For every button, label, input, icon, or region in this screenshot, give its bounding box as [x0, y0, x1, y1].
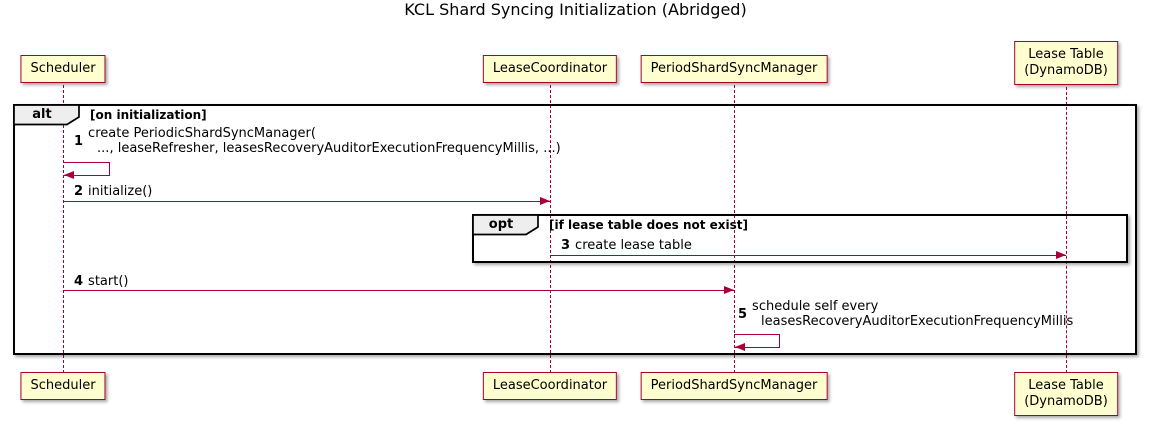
participant-periodshardsyncmanager-bottom: PeriodShardSyncManager: [640, 372, 828, 400]
opt-frame-pentagon: [472, 214, 539, 236]
participant-label: Lease Table: [1028, 378, 1104, 393]
participant-label: (DynamoDB): [1024, 394, 1108, 409]
diagram-title: KCL Shard Syncing Initialization (Abridg…: [404, 0, 747, 19]
participant-leasetable-bottom: Lease Table (DynamoDB): [1014, 372, 1118, 416]
message-3-label: 3 create lease table: [561, 238, 692, 253]
message-text: start(): [88, 274, 129, 289]
arrowhead-left-icon: [735, 343, 745, 351]
message-2-label: 2 initialize(): [74, 184, 152, 199]
alt-frame-keyword: alt: [32, 107, 52, 122]
message-1-label: 1 create PeriodicShardSyncManager( ..., …: [74, 126, 561, 156]
participant-label: PeriodShardSyncManager: [650, 378, 818, 393]
message-number: 5: [738, 306, 748, 322]
participant-label: Lease Table: [1028, 47, 1104, 62]
message-text: initialize(): [88, 184, 153, 199]
participant-leasecoordinator-top: LeaseCoordinator: [482, 55, 618, 83]
message-number: 2: [74, 184, 84, 199]
message-number: 4: [74, 274, 84, 289]
message-number: 1: [74, 133, 84, 149]
message-text: create PeriodicShardSyncManager( ..., le…: [88, 126, 561, 156]
participant-leasetable-top: Lease Table (DynamoDB): [1014, 41, 1118, 85]
lifeline-scheduler: [63, 85, 64, 373]
participant-label: PeriodShardSyncManager: [650, 61, 818, 76]
alt-frame-pentagon: [13, 104, 80, 126]
participant-scheduler-bottom: Scheduler: [20, 372, 106, 400]
participant-label: LeaseCoordinator: [492, 61, 608, 76]
participant-label: LeaseCoordinator: [492, 378, 608, 393]
lifeline-leasetable: [1066, 87, 1067, 373]
alt-frame: alt [on initialization]: [13, 104, 1137, 355]
opt-frame: opt [if lease table does not exist]: [472, 214, 1128, 263]
message-1-self-arrow: [63, 162, 110, 176]
participant-label: Scheduler: [30, 378, 96, 393]
message-text: schedule self every leasesRecoveryAudito…: [752, 299, 1074, 329]
arrowhead-right-icon: [724, 286, 734, 294]
message-4-label: 4 start(): [74, 274, 128, 289]
arrowhead-right-icon: [540, 197, 550, 205]
message-number: 3: [561, 238, 571, 253]
message-4-arrow: [63, 290, 734, 291]
message-2-arrow: [63, 201, 550, 202]
participant-periodshardsyncmanager-top: PeriodShardSyncManager: [640, 55, 828, 83]
arrowhead-left-icon: [64, 171, 74, 179]
opt-frame-keyword: opt: [488, 217, 514, 232]
message-3-arrow: [550, 255, 1066, 256]
opt-frame-condition: [if lease table does not exist]: [549, 218, 749, 232]
participant-leasecoordinator-bottom: LeaseCoordinator: [482, 372, 618, 400]
message-5-label: 5 schedule self every leasesRecoveryAudi…: [738, 299, 1073, 329]
participant-label: Scheduler: [30, 61, 96, 76]
participant-scheduler-top: Scheduler: [20, 55, 106, 83]
message-5-self-arrow: [734, 334, 780, 348]
alt-frame-condition: [on initialization]: [90, 108, 207, 122]
lifeline-leasecoordinator: [550, 85, 551, 373]
arrowhead-right-icon: [1056, 251, 1066, 259]
participant-label: (DynamoDB): [1024, 63, 1108, 78]
message-text: create lease table: [575, 238, 692, 253]
lifeline-periodshardsyncmanager: [734, 85, 735, 373]
